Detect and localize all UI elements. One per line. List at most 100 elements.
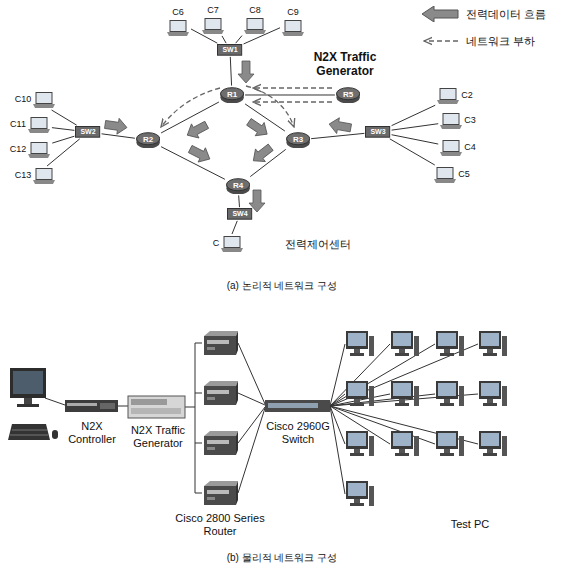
laptop-base [221, 248, 243, 252]
laptop-screen [443, 141, 459, 152]
laptop-base [33, 104, 55, 108]
device-label: N2X Traffic Generator [123, 424, 193, 450]
laptop-screen [170, 20, 186, 31]
physical-wires [330, 344, 478, 494]
keyboard-icon [52, 430, 58, 439]
network-link [161, 102, 219, 133]
laptop-base [33, 180, 55, 184]
laptop-screen [440, 89, 456, 100]
router-icon [204, 431, 238, 455]
laptop-base [434, 179, 456, 183]
laptop-screen [437, 168, 453, 179]
laptop-screen [31, 143, 47, 154]
computer-node: C [212, 235, 245, 253]
computer-node: C3 [439, 112, 477, 130]
laptop-base [440, 125, 462, 129]
laptop-screen [36, 93, 52, 104]
switch-body [76, 127, 100, 138]
network-link [236, 36, 242, 44]
laptop-base [28, 129, 50, 133]
laptop-icon [244, 18, 266, 34]
switch-wire [330, 406, 345, 494]
laptop-icon [221, 236, 243, 252]
test-pc-icon [346, 331, 507, 506]
router-node: R1 [220, 87, 244, 104]
network-link [161, 147, 225, 180]
laptop-icon [33, 168, 55, 184]
physical-wires [238, 343, 265, 404]
network-load-arrow [253, 87, 332, 88]
test-pc-icon [346, 381, 374, 406]
computer-label: C9 [287, 8, 299, 18]
network-link [392, 105, 436, 125]
monitor-icon [10, 368, 46, 398]
test-pc-icon [479, 331, 507, 356]
traffic-generator-device [128, 396, 185, 418]
laptop-base [282, 32, 304, 36]
switch-body [218, 45, 242, 56]
test-pc-icon [391, 431, 419, 456]
physical-wires [238, 393, 265, 405]
laptop-screen [36, 169, 52, 180]
figure-caption: (b) 물리적 네트워크 구성 [172, 552, 392, 564]
computer-node: C12 [9, 141, 52, 159]
network-link [102, 134, 135, 138]
laptop-icon [33, 92, 55, 108]
laptop-screen [224, 237, 240, 248]
switch-icon [268, 403, 318, 408]
computer-node: C9 [281, 7, 305, 37]
router-label: R1 [227, 91, 237, 100]
router-top [336, 87, 359, 99]
computer-label: C12 [10, 145, 27, 155]
laptop-base [202, 30, 224, 34]
router-node: R4 [226, 178, 250, 195]
laptop-screen [31, 118, 47, 129]
laptop-icon [167, 20, 189, 36]
physical-wires [238, 408, 265, 493]
switch-wire [330, 344, 345, 406]
physical-wires [238, 407, 265, 443]
physical-wires [45, 398, 65, 405]
computer-node: C7 [201, 5, 225, 35]
test-pc-icon [479, 431, 507, 456]
laptop-icon [440, 140, 462, 156]
monitor-icon [17, 404, 39, 407]
test-pc-icon [391, 381, 419, 406]
legend-text: 전력데이터 흐름 [466, 7, 546, 22]
network-link [311, 133, 364, 138]
power-flow-arrow [104, 117, 128, 136]
network-load-arrow [161, 86, 332, 127]
keyboard-icon [8, 424, 50, 440]
computer-label: C7 [207, 6, 219, 16]
computer-node: C8 [243, 5, 267, 35]
switch-node: SW3 [365, 126, 390, 138]
laptop-screen [247, 18, 263, 29]
computer-node: C5 [433, 166, 471, 184]
switch-icon [265, 400, 330, 412]
computer-node: C11 [9, 116, 51, 134]
test-pc-icon [436, 431, 464, 456]
router-top [136, 132, 159, 144]
switch-body [228, 209, 252, 220]
controller-device [65, 400, 118, 412]
test-pc-icon [479, 381, 507, 406]
physical-wires [195, 493, 202, 494]
switch-body [366, 127, 390, 138]
device-label: Cisco 2800 Series Router [170, 512, 270, 538]
router-top [220, 87, 243, 99]
network-link [52, 110, 77, 125]
monitor-icon [13, 371, 43, 394]
router-icon [204, 331, 238, 505]
router-top [226, 178, 249, 190]
network-load-arrow [253, 101, 332, 102]
physical-wires [195, 393, 202, 394]
legend-load-arrow [424, 40, 458, 41]
computer-label: C13 [15, 171, 32, 181]
router-label: R3 [293, 136, 303, 145]
laptop-icon [434, 167, 456, 183]
laptop-screen [285, 20, 301, 31]
keyboard-icon [8, 424, 58, 440]
router-node: R3 [286, 132, 310, 149]
network-link [230, 57, 231, 86]
